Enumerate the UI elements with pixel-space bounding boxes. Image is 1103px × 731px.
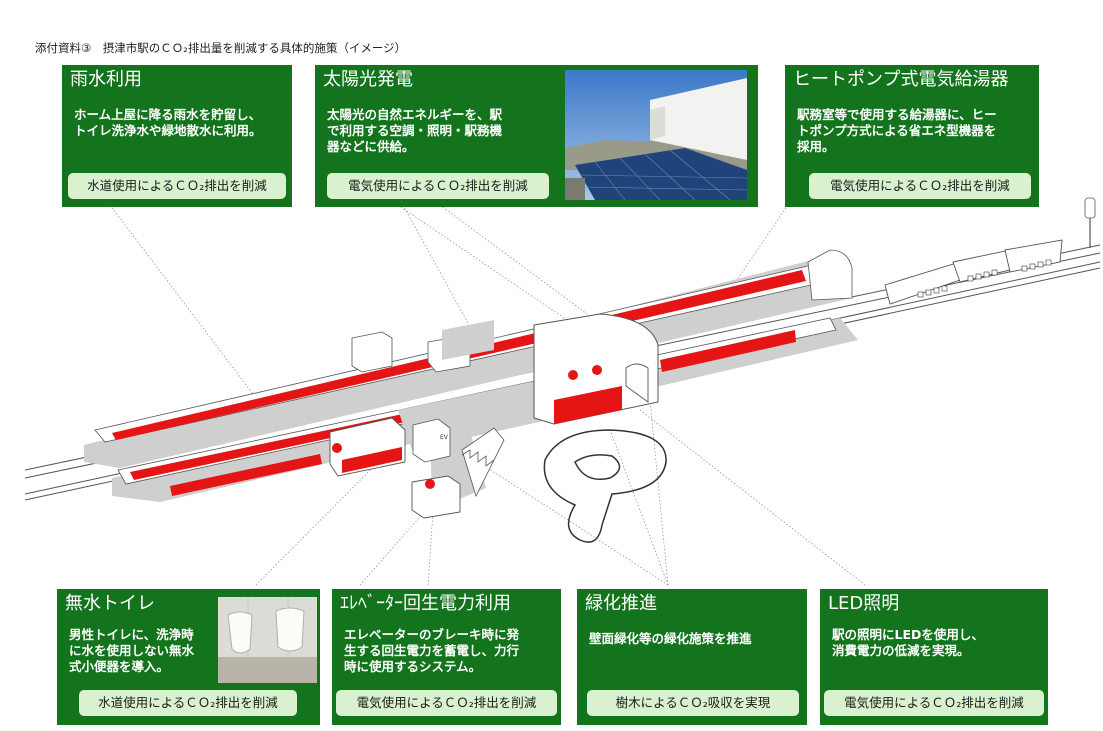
effect-label: 電気使用によるＣＯ₂排出を削減 (327, 173, 549, 199)
card-greening: 緑化推進 壁面緑化等の緑化施策を推進 樹木によるＣＯ₂吸収を実現 (577, 589, 807, 725)
effect-label: 電気使用によるＣＯ₂排出を削減 (824, 690, 1044, 716)
card-title: ｴﾚﾍﾞｰﾀｰ回生電力利用 (340, 593, 511, 614)
card-description: 太陽光の自然エネルギーを、駅 で利用する空調・照明・駅務機 器などに供給。 (327, 107, 503, 154)
effect-label: 電気使用によるＣＯ₂排出を削減 (336, 690, 557, 716)
card-description: エレベーターのブレーキ時に発 生する回生電力を蓄電し、力行 時に使用するシステム… (344, 627, 520, 674)
card-title: 無水トイレ (65, 593, 155, 614)
card-elevator-regen: ｴﾚﾍﾞｰﾀｰ回生電力利用 エレベーターのブレーキ時に発 生する回生電力を蓄電し… (332, 589, 561, 725)
signal-post (1084, 197, 1096, 248)
effect-label: 電気使用によるＣＯ₂排出を削減 (809, 173, 1031, 199)
station-building (533, 313, 659, 425)
effect-label: 水道使用によるＣＯ₂排出を削減 (79, 690, 297, 716)
urinal-photo (218, 597, 317, 683)
card-led-lighting: LED照明 駅の照明にLEDを使用し、 消費電力の低減を実現。 電気使用によるＣ… (820, 589, 1048, 725)
card-description: ホーム上屋に降る雨水を貯留し、 トイレ洗浄水や緑地散水に利用。 (74, 107, 262, 138)
card-rainwater: 雨水利用 ホーム上屋に降る雨水を貯留し、 トイレ洗浄水や緑地散水に利用。 水道使… (62, 65, 292, 207)
card-description: 駅務室等で使用する給湯器に、ヒー トポンプ方式による省エネ型機器を 採用。 (797, 107, 997, 154)
effect-label: 水道使用によるＣＯ₂排出を削減 (68, 173, 286, 199)
elevator-base (411, 475, 461, 519)
card-description: 男性トイレに、洗浄時 に水を使用しない無水 式小便器を導入。 (69, 627, 195, 674)
card-title: ヒートポンプ式電気給湯器 (793, 69, 1009, 90)
card-description: 駅の照明にLEDを使用し、 消費電力の低減を実現。 (832, 627, 984, 658)
card-solar: 太陽光発電 太陽光の自然エネルギーを、駅 で利用する空調・照明・駅務機 器などに… (315, 65, 758, 207)
ev-label: EV (440, 434, 449, 441)
effect-label: 樹木によるＣＯ₂吸収を実現 (587, 690, 799, 716)
solar-panel-photo (565, 70, 747, 200)
card-title: 緑化推進 (585, 593, 657, 614)
card-title: LED照明 (828, 593, 900, 614)
card-title: 太陽光発電 (323, 69, 413, 90)
card-heat-pump: ヒートポンプ式電気給湯器 駅務室等で使用する給湯器に、ヒー トポンプ方式による省… (785, 65, 1039, 207)
elevator-tower: EV (412, 418, 451, 463)
card-title: 雨水利用 (70, 69, 142, 90)
page-title: 添付資料③ 摂津市駅のＣＯ₂排出量を削減する具体的施策（イメージ） (35, 41, 407, 55)
card-description: 壁面緑化等の緑化施策を推進 (589, 631, 752, 646)
elevator-car (329, 417, 406, 477)
booth-building (351, 320, 494, 373)
card-waterless-toilet: 無水トイレ 男性トイレに、洗浄時 に水を使用しない無水 式小便器を導入。 水道使… (57, 589, 320, 725)
train (884, 239, 1063, 305)
roundabout (543, 429, 667, 543)
